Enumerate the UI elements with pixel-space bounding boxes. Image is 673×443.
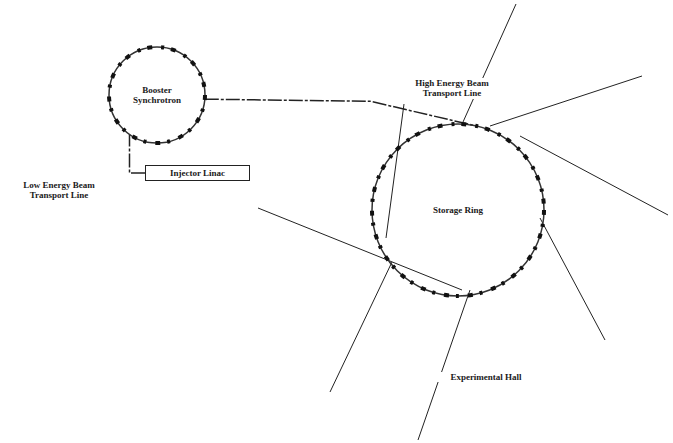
- node-label: Injector Linac: [170, 168, 225, 178]
- storage-ring: Storage Ring: [370, 122, 546, 298]
- transport-line-label: Low Energy Beam Transport Line: [18, 180, 100, 201]
- beam-transport-line: [205, 99, 476, 126]
- hall-label: Experimental Hall: [430, 372, 542, 382]
- transport-line-label: High Energy Beam Transport Line: [396, 78, 508, 99]
- linac-box: Injector Linac: [145, 165, 250, 181]
- booster-ring: Booster Synchrotron: [107, 45, 207, 145]
- node-label: Booster Synchrotron: [127, 85, 187, 106]
- node-label: Storage Ring: [433, 205, 483, 215]
